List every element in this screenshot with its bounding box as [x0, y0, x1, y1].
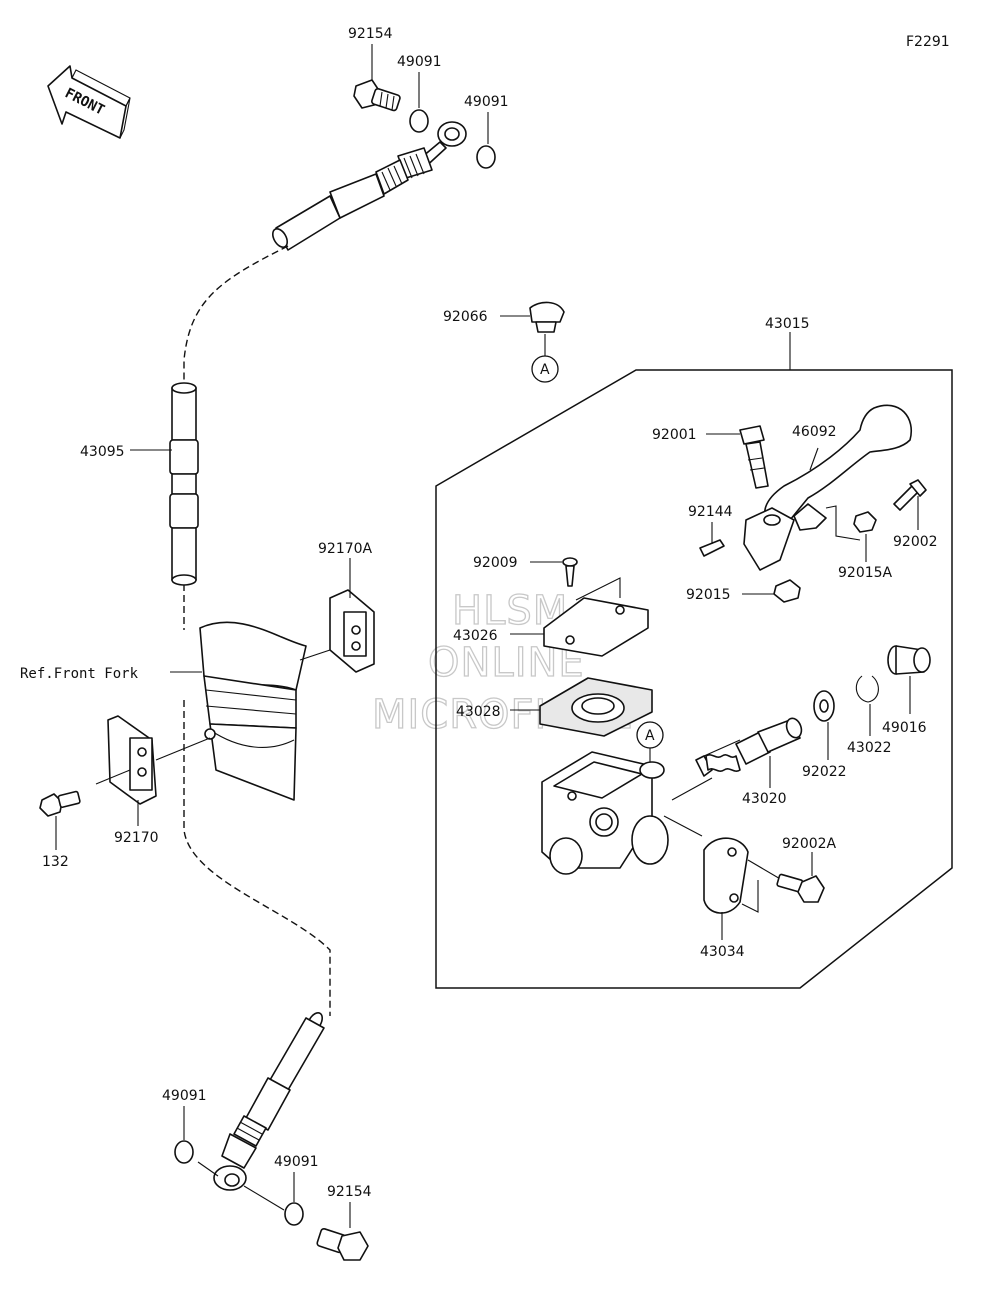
washer-upper-1 — [409, 109, 429, 133]
label-92001: 92001 — [652, 427, 697, 443]
pivot-pin — [699, 539, 725, 557]
boot-49016 — [887, 645, 931, 675]
screw-92009 — [562, 557, 578, 587]
nut-92015 — [773, 579, 801, 603]
hose-sleeve — [169, 382, 199, 586]
nut-92015a — [853, 511, 877, 533]
banjo-bolt-lower — [316, 1227, 369, 1261]
front-arrow-icon: FRONT — [47, 65, 131, 139]
lever-bolt — [739, 425, 769, 489]
label-92170a: 92170A — [318, 541, 373, 557]
bolt-132 — [39, 790, 81, 817]
label-92015a: 92015A — [838, 565, 893, 581]
cap-92066 — [529, 301, 565, 333]
label-43020: 43020 — [742, 791, 787, 807]
label-49091-upper-2: 49091 — [464, 94, 509, 110]
label-132: 132 — [42, 854, 69, 870]
label-43015: 43015 — [765, 316, 810, 332]
washer-92022-hole — [819, 699, 829, 713]
label-92066: 92066 — [443, 309, 488, 325]
label-46092: 46092 — [792, 424, 837, 440]
washer-lower-2 — [284, 1202, 304, 1226]
hose-clamp-lower — [107, 715, 216, 805]
callout-a-top — [531, 355, 559, 383]
label-43022: 43022 — [847, 740, 892, 756]
label-43028: 43028 — [456, 704, 501, 720]
label-43026: 43026 — [453, 628, 498, 644]
piston-assembly — [695, 717, 803, 777]
banjo-fitting-lower — [213, 1012, 325, 1191]
bolt-92002 — [893, 479, 927, 511]
master-cylinder-body — [541, 751, 669, 875]
label-49091-lower-2: 49091 — [274, 1154, 319, 1170]
label-ref-front-fork: Ref.Front Fork — [20, 666, 139, 682]
washer-upper-2 — [476, 145, 496, 169]
label-43095: 43095 — [80, 444, 125, 460]
brake-hose — [169, 79, 496, 1261]
circlip-43022 — [855, 675, 879, 703]
label-92154-upper: 92154 — [348, 26, 393, 42]
bolt-92002a — [776, 873, 825, 903]
washer-lower-1 — [174, 1140, 194, 1164]
label-49016: 49016 — [882, 720, 927, 736]
label-92154-lower: 92154 — [327, 1184, 372, 1200]
figure-code: F2291 — [906, 34, 950, 50]
callout-a-body-letter: A — [645, 728, 655, 744]
watermark-line-1: HLSM — [452, 588, 568, 634]
front-fork — [199, 621, 307, 801]
part-labels: 92154 49091 49091 92066 43015 43095 9200… — [20, 26, 938, 1200]
label-leaders — [130, 44, 489, 1228]
label-92170: 92170 — [114, 830, 159, 846]
label-49091-lower-1: 49091 — [162, 1088, 207, 1104]
label-92015: 92015 — [686, 587, 731, 603]
banjo-fitting-upper — [271, 121, 467, 251]
label-92002a: 92002A — [782, 836, 837, 852]
lever-clamp — [703, 837, 749, 914]
label-49091-upper-1: 49091 — [397, 54, 442, 70]
label-92009: 92009 — [473, 555, 518, 571]
label-92022: 92022 — [802, 764, 847, 780]
callout-a-top-letter: A — [540, 362, 550, 378]
reservoir-diaphragm — [539, 677, 653, 737]
brake-lever — [743, 404, 913, 571]
reservoir-cover — [543, 597, 649, 657]
label-92144: 92144 — [688, 504, 733, 520]
banjo-bolt-upper — [353, 79, 401, 112]
assembly-frame — [435, 369, 953, 989]
hose-clamp-upper — [329, 589, 375, 673]
label-43034: 43034 — [700, 944, 745, 960]
label-92002: 92002 — [893, 534, 938, 550]
